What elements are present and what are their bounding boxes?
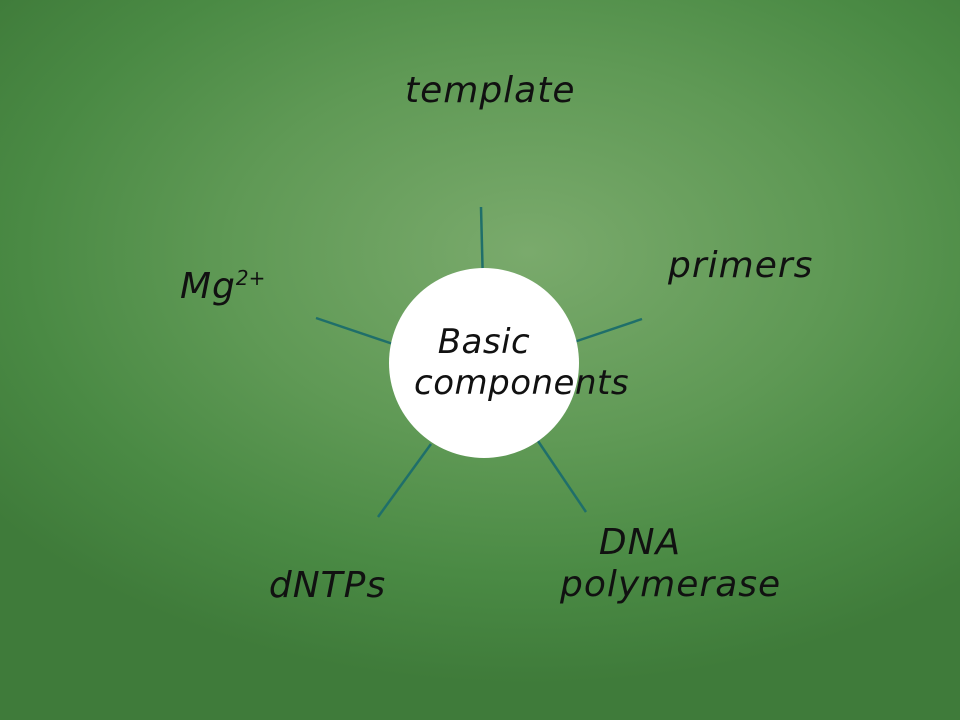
node-dna-polymerase: DNA polymerase [560, 522, 782, 605]
node-primers: primers [668, 245, 814, 286]
mg-superscript: 2+ [235, 266, 266, 290]
node-template: template [405, 70, 576, 111]
connector-primers [573, 317, 643, 344]
connector-dntps [376, 443, 433, 518]
center-label: Basic components [414, 322, 630, 403]
node-dntps: dNTPs [268, 565, 387, 606]
node-mg: Mg2+ [180, 266, 280, 308]
connector-mg [315, 316, 394, 346]
center-circle: Basic components [389, 268, 630, 458]
mg-label: Mg [180, 266, 236, 307]
connector-dna-polymerase [536, 440, 588, 513]
